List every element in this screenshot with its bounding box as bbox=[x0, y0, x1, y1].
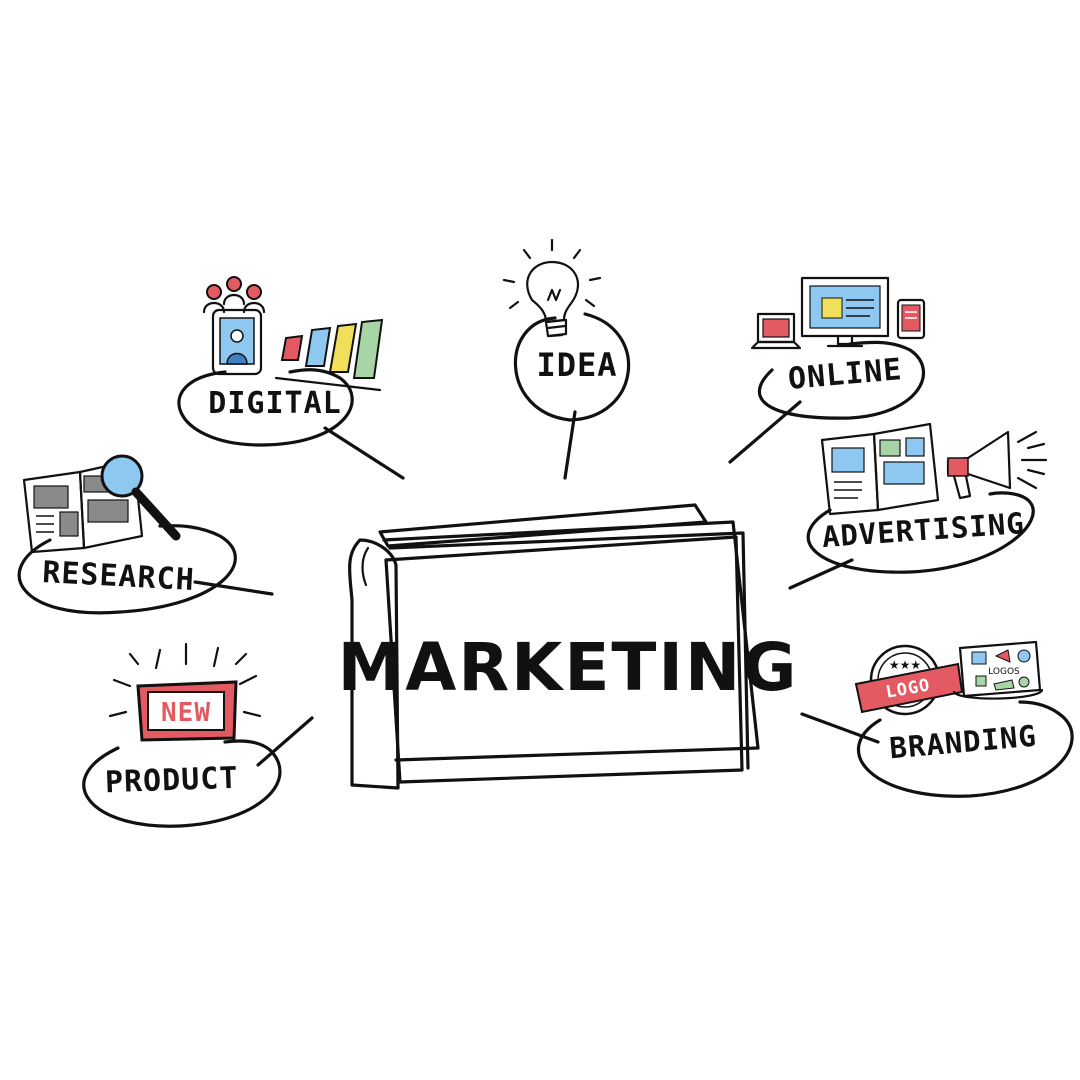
users-icon bbox=[202, 276, 266, 314]
center-label: MARKETING bbox=[338, 629, 799, 706]
stars-icon: ★★★ bbox=[889, 658, 921, 672]
label-online: ONLINE bbox=[787, 352, 904, 397]
label-branding: BRANDING bbox=[888, 719, 1038, 766]
magazine-icon bbox=[820, 422, 940, 516]
magnifier-icon bbox=[100, 454, 181, 541]
connector-branding bbox=[800, 712, 880, 744]
monitor-icon bbox=[800, 276, 890, 348]
label-digital: DIGITAL bbox=[208, 386, 341, 421]
phone-icon bbox=[896, 298, 926, 340]
node-idea: IDEA bbox=[502, 238, 631, 422]
logo-badge-icon: ★★★ LOGO bbox=[854, 644, 964, 716]
node-online: ONLINE bbox=[750, 276, 926, 420]
connector-product bbox=[256, 716, 314, 767]
node-digital: DIGITAL bbox=[177, 276, 384, 447]
lightbulb-icon bbox=[502, 238, 602, 338]
badge-logos: LOGOS bbox=[988, 667, 1020, 677]
connector-lines bbox=[193, 400, 880, 767]
tablet-icon bbox=[211, 308, 263, 376]
node-advertising: ADVERTISING bbox=[806, 422, 1048, 574]
connector-research bbox=[193, 580, 274, 596]
node-branding: ★★★ LOGO LOGOS BRANDING bbox=[854, 640, 1074, 798]
badge-new: NEW bbox=[161, 698, 211, 728]
connector-digital bbox=[323, 426, 405, 480]
label-research: RESEARCH bbox=[41, 555, 195, 598]
connector-idea bbox=[563, 410, 577, 480]
megaphone-icon bbox=[946, 430, 1048, 500]
newspaper-icon bbox=[22, 458, 144, 554]
new-badge-icon: NEW bbox=[108, 642, 262, 742]
node-research: RESEARCH bbox=[17, 454, 237, 615]
label-product: PRODUCT bbox=[104, 761, 239, 801]
bar-chart-icon bbox=[274, 318, 384, 392]
logo-sheet-icon: LOGOS bbox=[952, 640, 1044, 700]
node-product: NEW PRODUCT bbox=[82, 642, 282, 828]
center-book: MARKETING bbox=[338, 503, 799, 790]
label-idea: IDEA bbox=[536, 346, 617, 384]
laptop-icon bbox=[750, 312, 802, 350]
connector-online bbox=[728, 400, 802, 464]
